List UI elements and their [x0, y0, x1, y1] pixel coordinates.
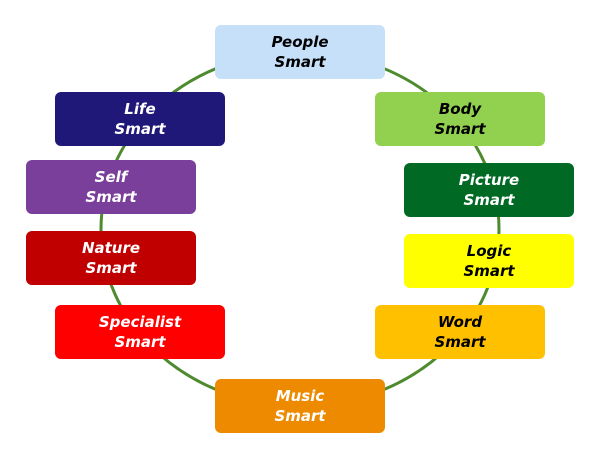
node-line2: Smart — [274, 53, 326, 71]
node-line1: Body — [438, 100, 482, 118]
node-line2: Smart — [434, 333, 486, 351]
node-line1: Picture — [458, 171, 520, 189]
node-line1: Logic — [466, 242, 512, 260]
node-line1: Word — [437, 313, 483, 331]
node-line2: Smart — [85, 188, 137, 206]
node-line2: Smart — [114, 120, 166, 138]
node-line2: Smart — [434, 120, 486, 138]
node-line1: Specialist — [98, 313, 182, 331]
node-line1: Self — [94, 168, 128, 186]
node-line2: Smart — [463, 191, 515, 209]
node-line2: Smart — [85, 259, 137, 277]
node-line1: Nature — [81, 239, 141, 257]
node-line2: Smart — [463, 262, 515, 280]
node-line2: Smart — [114, 333, 166, 351]
node-line1: Life — [124, 100, 156, 118]
node-line1: Music — [275, 387, 325, 405]
node-line2: Smart — [274, 407, 326, 425]
node-line1: People — [271, 33, 329, 51]
